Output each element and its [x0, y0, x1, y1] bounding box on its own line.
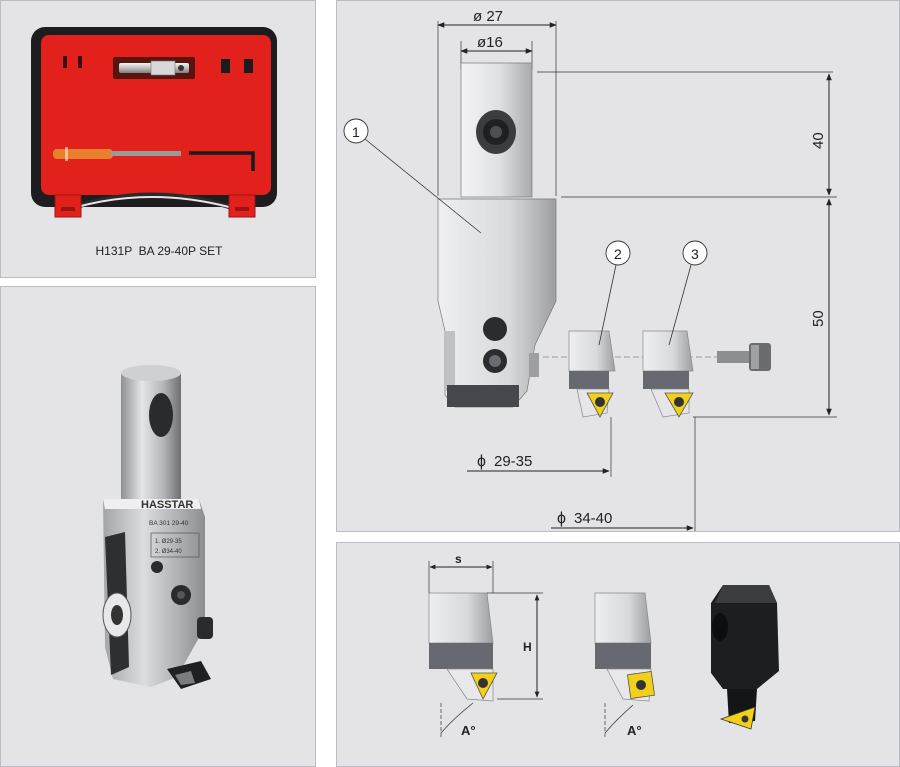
dim-outer-diameter: ø 27 — [473, 8, 503, 25]
insert-holders-drawing: s H A° A° — [428, 552, 779, 739]
case-caption: H131P BA 29-40P SET — [95, 244, 223, 258]
clamp-screw — [717, 343, 771, 371]
technical-drawing-panel: ø 27 ø16 40 50 — [336, 0, 900, 532]
callout-2: 2 — [614, 246, 622, 262]
callout-circle-2 — [605, 240, 631, 266]
dim-range-1-symbol: ϕ — [477, 453, 486, 470]
dim-shank-diameter: ø16 — [477, 34, 503, 51]
insert-holder-1 — [221, 59, 230, 73]
dim-range-2: 34-40 — [574, 510, 612, 527]
technical-drawing: ø 27 ø16 40 50 — [343, 8, 837, 531]
engraving-line-1: 1. Ø29-35 — [155, 539, 182, 545]
angle-label-1: A° — [461, 723, 476, 738]
insert-c — [719, 706, 756, 730]
label-h: H — [523, 640, 532, 654]
photo-shank — [121, 366, 181, 501]
dim-shank-length: 40 — [810, 132, 827, 149]
dim-range-1: 29-35 — [494, 453, 532, 470]
hex-key — [189, 151, 255, 171]
screwdriver-handle — [53, 149, 113, 159]
angle-label-2: A° — [627, 723, 642, 738]
label-s: s — [455, 552, 462, 566]
screwdriver-shaft — [111, 151, 181, 156]
engraving-line-2: 2. Ø34-40 — [155, 549, 182, 555]
case-illustration — [31, 27, 277, 218]
holder-b: A° — [594, 592, 656, 739]
drawing-body-bottom — [447, 385, 519, 407]
holder-a: s H A° — [428, 552, 543, 739]
dim-range-2-symbol: ϕ — [557, 510, 566, 527]
dim-body-length: 50 — [810, 310, 827, 327]
insert-holder-3 — [642, 330, 694, 418]
callout-circle-3 — [682, 240, 708, 266]
tool-photo: HASSTAR BA 301 29-40 1. Ø29-35 2. Ø34-40 — [102, 365, 213, 689]
insert-holders-panel: s H A° A° — [336, 542, 900, 767]
callout-circle-1 — [343, 118, 369, 144]
tool-photo-panel: HASSTAR BA 301 29-40 1. Ø29-35 2. Ø34-40 — [0, 286, 316, 767]
latch-right — [228, 194, 256, 218]
brand-logo: HASSTAR — [141, 499, 193, 511]
case-panel: H131P BA 29-40P SET — [0, 0, 316, 278]
insert-holder-2 — [244, 59, 253, 73]
photo-body — [103, 499, 205, 687]
photo-flat — [149, 393, 173, 437]
callout-1: 1 — [352, 124, 360, 140]
insert-holder-2 — [568, 330, 616, 418]
latch-left — [54, 194, 82, 218]
holder-c-photo — [711, 585, 779, 730]
callout-3: 3 — [691, 246, 699, 262]
engraving-model: BA 301 29-40 — [149, 520, 189, 527]
